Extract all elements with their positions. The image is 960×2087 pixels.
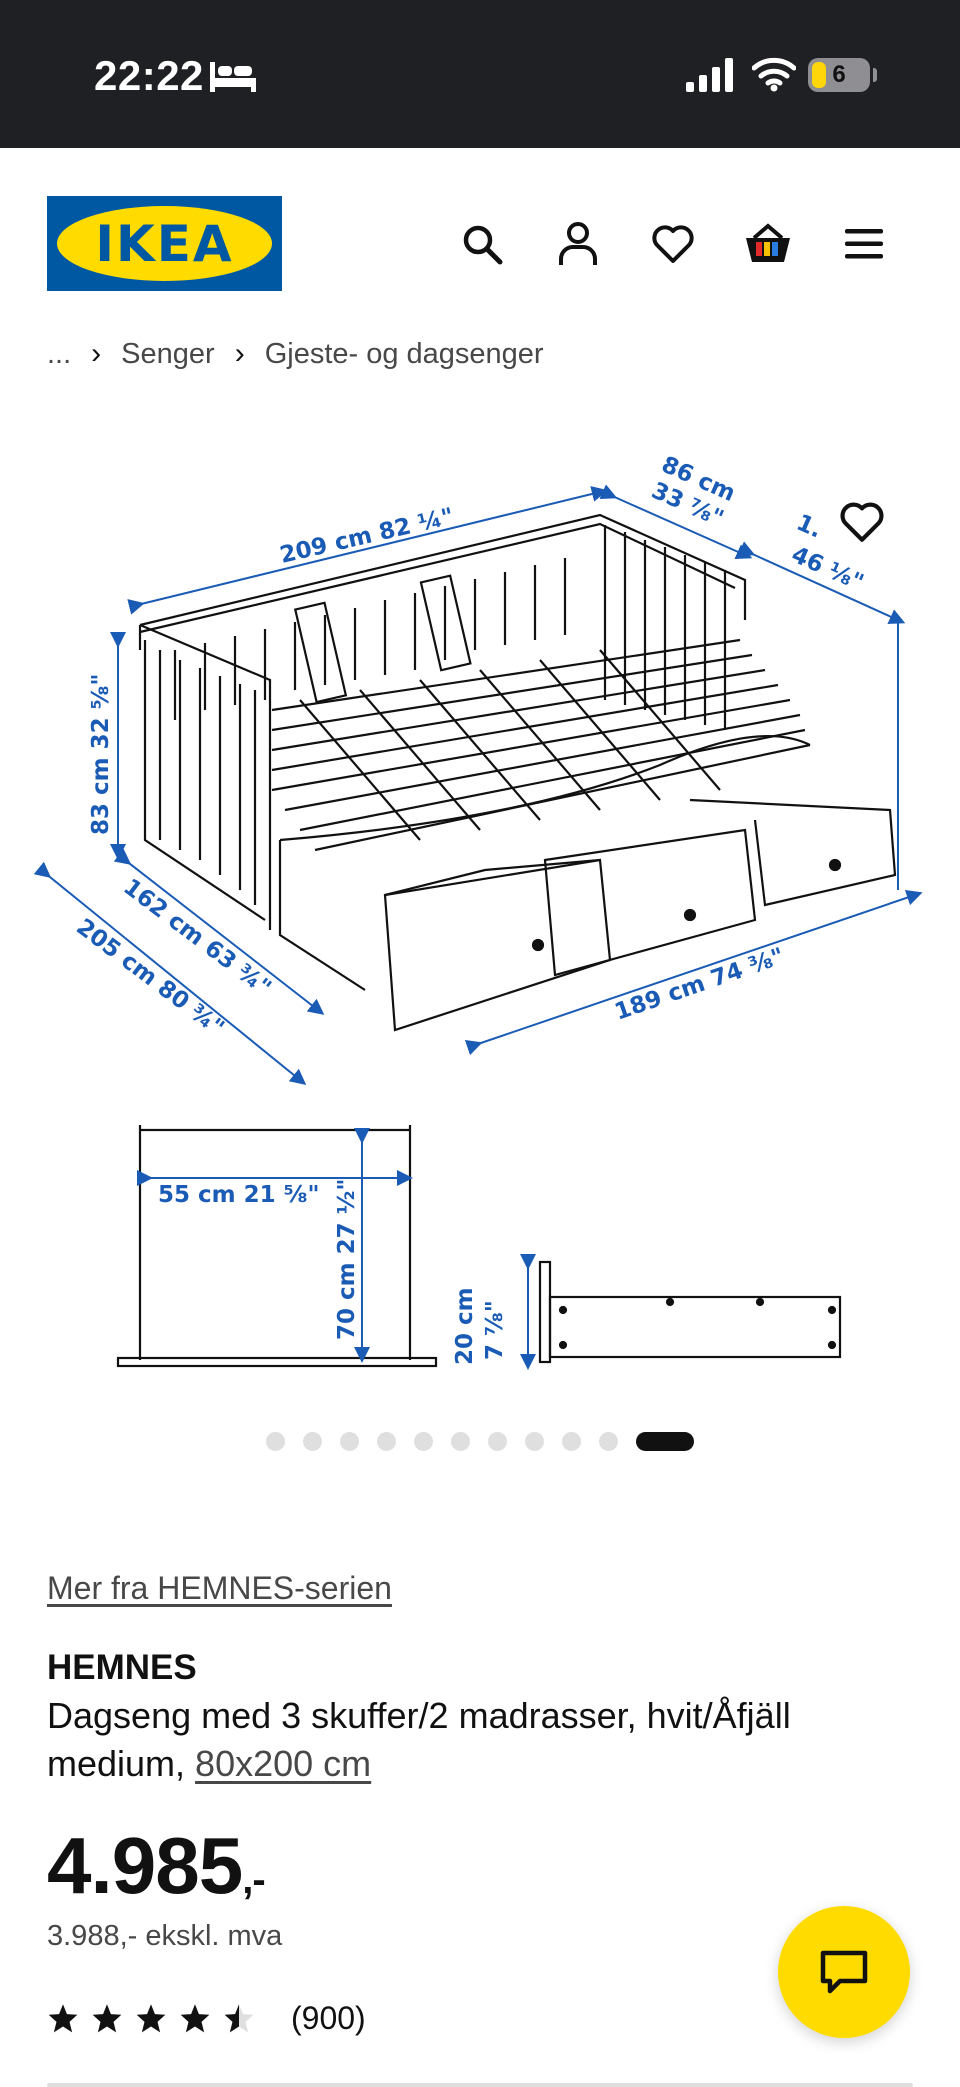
- status-time: 22:22: [94, 52, 204, 99]
- gallery-dot-active[interactable]: [636, 1431, 694, 1451]
- gallery-dot[interactable]: [451, 1431, 470, 1451]
- chat-button[interactable]: [778, 1906, 910, 2038]
- dim-width-right-top: 1.: [793, 510, 826, 544]
- status-bar: 22:22 6: [0, 0, 960, 148]
- menu-icon[interactable]: [838, 218, 890, 270]
- gallery-pagination[interactable]: [0, 1430, 960, 1452]
- wifi-icon: [751, 56, 797, 97]
- gallery-dot[interactable]: [488, 1431, 507, 1451]
- gallery-dot[interactable]: [377, 1431, 396, 1451]
- star-icon: [92, 2004, 122, 2033]
- dim-front-length: 189 cm 74 ⅜": [611, 943, 787, 1025]
- chat-icon: [820, 1950, 868, 1994]
- gallery-dot[interactable]: [525, 1431, 544, 1451]
- bed-icon: [208, 58, 258, 99]
- price-suffix: ,-: [242, 1858, 265, 1902]
- dim-drawer-inner-height: 70 cm 27 ½": [334, 1179, 360, 1340]
- product-price: 4.985,-: [47, 1820, 266, 1912]
- price-excluding-vat: 3.988,- ekskl. mva: [47, 1920, 283, 1952]
- gallery-dot[interactable]: [599, 1431, 618, 1451]
- half-star-icon: [224, 2004, 254, 2033]
- dim-height: 83 cm 32 ⅝": [88, 674, 114, 835]
- star-icon: [180, 2004, 210, 2033]
- breadcrumb: ... › Senger › Gjeste- og dagsenger: [47, 334, 544, 374]
- series-link[interactable]: Mer fra HEMNES-serien: [47, 1570, 392, 1606]
- product-name: HEMNES: [47, 1648, 197, 1687]
- dim-length-top: 209 cm 82 ¼": [278, 504, 457, 569]
- add-to-wishlist-heart-icon[interactable]: [838, 500, 890, 552]
- dim-drawer-height-in: 7 ⅞": [482, 1300, 508, 1360]
- battery-level: 6: [832, 61, 846, 88]
- breadcrumb-item-senger[interactable]: Senger: [121, 337, 215, 370]
- size-link[interactable]: 80x200 cm: [195, 1743, 372, 1784]
- product-image-gallery[interactable]: 209 cm 82 ¼" 86 cm 33 ⅞" 1. 46 ⅛" 83 cm …: [0, 400, 960, 1420]
- gallery-dot[interactable]: [562, 1431, 581, 1451]
- heart-icon[interactable]: [647, 218, 699, 270]
- gallery-dot[interactable]: [414, 1431, 433, 1451]
- signal-icon: [686, 58, 734, 97]
- chevron-right-icon: ›: [234, 337, 245, 370]
- star-icon: [48, 2004, 78, 2033]
- divider: [47, 2083, 913, 2087]
- breadcrumb-item-gjeste-og-dagsenger[interactable]: Gjeste- og dagsenger: [264, 337, 544, 370]
- rating-stars: [47, 2003, 267, 2033]
- chevron-right-icon: ›: [91, 337, 102, 370]
- ikea-logo[interactable]: IKEA: [47, 196, 282, 291]
- dim-drawer-height-cm: 20 cm: [452, 1287, 478, 1365]
- logo-text: IKEA: [95, 215, 234, 273]
- price-value: 4.985: [47, 1821, 243, 1910]
- search-icon[interactable]: [456, 218, 508, 270]
- dim-drawer-inner-width: 55 cm 21 ⅝": [158, 1182, 319, 1208]
- product-description-text: Dagseng med 3 skuffer/2 madrasser, hvit/…: [47, 1695, 791, 1784]
- review-count[interactable]: (900): [291, 1999, 366, 2036]
- gallery-dot[interactable]: [340, 1431, 359, 1451]
- star-icon: [136, 2004, 166, 2033]
- product-description: Dagseng med 3 skuffer/2 madrasser, hvit/…: [47, 1692, 927, 1788]
- dimension-lines: [33, 484, 923, 1370]
- user-icon[interactable]: [552, 218, 604, 270]
- gallery-dot[interactable]: [303, 1431, 322, 1451]
- dimension-drawing: 209 cm 82 ¼" 86 cm 33 ⅞" 1. 46 ⅛" 83 cm …: [33, 452, 923, 1370]
- gallery-dot[interactable]: [266, 1431, 285, 1451]
- breadcrumb-ellipsis[interactable]: ...: [47, 337, 72, 370]
- battery-icon: 6: [808, 58, 870, 92]
- rating[interactable]: (900): [47, 1996, 366, 2040]
- cart-icon[interactable]: [742, 218, 794, 270]
